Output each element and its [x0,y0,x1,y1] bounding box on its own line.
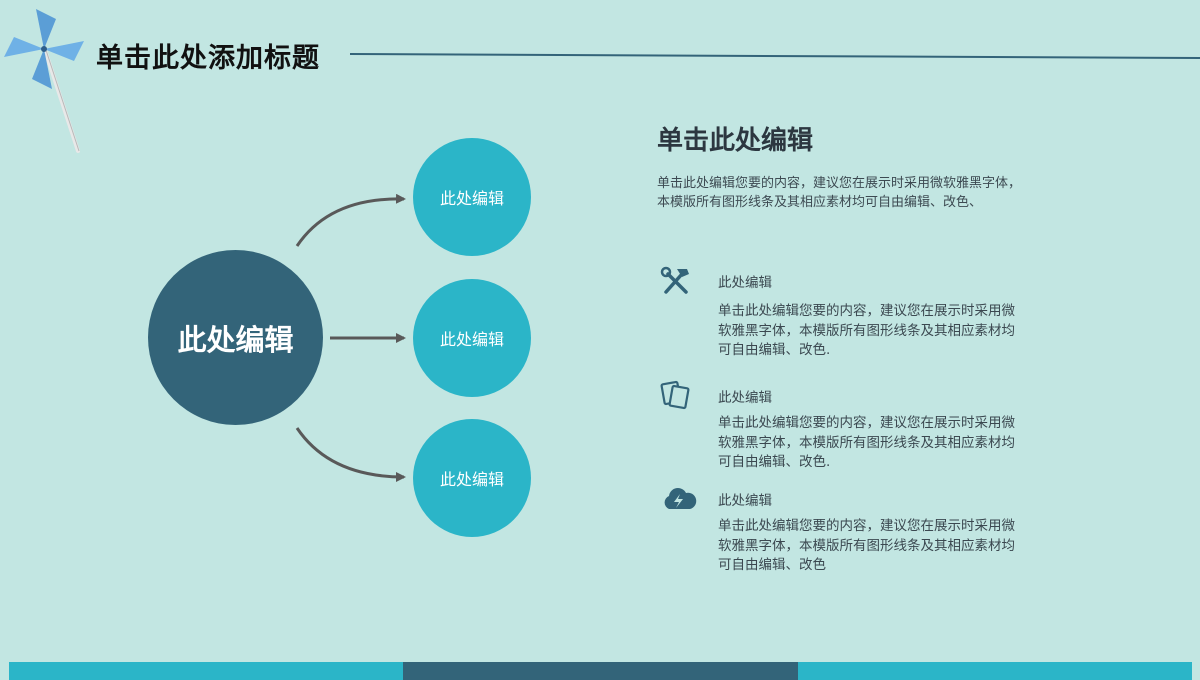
feature-title-3[interactable]: 此处编辑 [718,493,772,509]
tools-icon [660,266,689,294]
feature-text-1[interactable]: 单击此处编辑您要的内容，建议您在展示时采用微软雅黑字体，本模版所有图形线条及其相… [718,303,1015,358]
section-heading[interactable]: 单击此处编辑 [657,126,814,156]
footer-bar [9,662,1192,680]
pinwheel-icon [4,9,84,153]
branch-circle-2[interactable]: 此处编辑 [413,279,531,397]
slide-title[interactable]: 单击此处添加标题 [96,43,320,74]
feature-text-2[interactable]: 单击此处编辑您要的内容，建议您在展示时采用微软雅黑字体，本模版所有图形线条及其相… [718,415,1015,470]
title-underline [349,53,1200,59]
feature-text-3[interactable]: 单击此处编辑您要的内容，建议您在展示时采用微软雅黑字体，本模版所有图形线条及其相… [718,518,1015,573]
footer-segment-1 [9,662,404,680]
center-circle[interactable]: 此处编辑 [148,250,323,425]
feature-title-2[interactable]: 此处编辑 [718,390,772,406]
arrow-bottom [295,427,406,482]
intro-text[interactable]: 单击此处编辑您要的内容，建议您在展示时采用微软雅黑字体，本模版所有图形线条及其相… [657,176,1022,210]
footer-segment-2 [403,662,798,680]
feature-title-1[interactable]: 此处编辑 [718,275,772,291]
cloud-lightning-icon [664,488,697,509]
arrow-top [295,193,406,247]
cards-icon [660,380,690,410]
footer-segment-3 [797,662,1192,680]
branch-circle-3[interactable]: 此处编辑 [413,419,531,537]
branch-circle-1[interactable]: 此处编辑 [413,138,531,256]
